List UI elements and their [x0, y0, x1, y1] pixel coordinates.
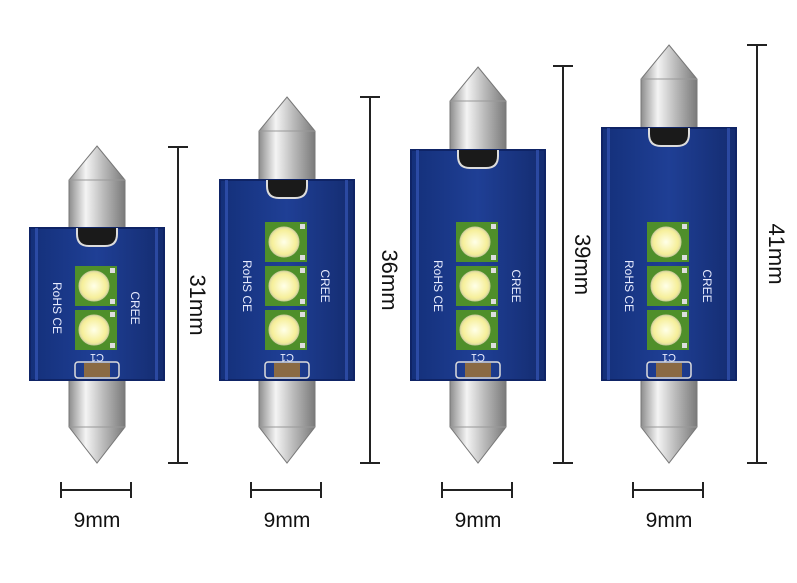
board-edge — [225, 180, 228, 380]
rohs-ce-marking: RoHS CE — [431, 260, 445, 312]
cree-marking: CREE — [318, 269, 332, 302]
led-contact — [682, 299, 687, 304]
led-contact — [682, 312, 687, 317]
capacitor — [656, 363, 682, 377]
led-contact — [682, 343, 687, 348]
length-dimension: 36mm — [360, 96, 402, 464]
bulb-36mm: RoHS CE CREE C1 — [219, 96, 355, 464]
capacitor-outline — [455, 361, 501, 379]
led-contact — [300, 343, 305, 348]
led-contact — [491, 224, 496, 229]
led-contact — [300, 312, 305, 317]
led-contact — [491, 255, 496, 260]
c1-marking: C1 — [662, 351, 676, 363]
solder-contact — [648, 128, 690, 147]
length-label: 41mm — [764, 223, 789, 284]
length-label: 36mm — [377, 249, 402, 310]
led-contact — [491, 312, 496, 317]
solder-contact — [266, 180, 308, 199]
solder-contact — [76, 228, 118, 247]
led-contact — [110, 268, 115, 273]
bottom-end-cap — [640, 373, 698, 464]
length-label: 39mm — [570, 234, 595, 295]
c1-marking: C1 — [90, 351, 104, 363]
bulb-41mm: RoHS CE CREE C1 — [601, 44, 737, 464]
led-chip — [650, 270, 682, 302]
led-chip — [459, 226, 491, 258]
length-label: 31mm — [185, 274, 210, 335]
led-chip — [650, 314, 682, 346]
length-dimension: 41mm — [747, 44, 789, 464]
led-chip — [78, 270, 110, 302]
board-edge — [607, 128, 610, 380]
led-chip — [650, 226, 682, 258]
width-dimension: 9mm — [441, 482, 513, 532]
bottom-end-cap — [449, 373, 507, 464]
led-contact — [110, 312, 115, 317]
led-contact — [300, 224, 305, 229]
led-contact — [300, 299, 305, 304]
cree-marking: CREE — [509, 269, 523, 302]
board-edge — [155, 228, 158, 380]
capacitor-outline — [74, 361, 120, 379]
length-dimension: 39mm — [553, 65, 595, 464]
capacitor — [274, 363, 300, 377]
led-chip — [459, 314, 491, 346]
board-edge — [35, 228, 38, 380]
board-edge — [345, 180, 348, 380]
capacitor — [84, 363, 110, 377]
c1-marking: C1 — [471, 351, 485, 363]
led-chip — [268, 314, 300, 346]
width-dimension: 9mm — [60, 482, 132, 532]
led-contact — [491, 299, 496, 304]
led-contact — [491, 343, 496, 348]
width-dimension: 9mm — [632, 482, 704, 532]
width-label: 9mm — [646, 509, 693, 532]
capacitor-outline — [264, 361, 310, 379]
bottom-end-cap — [68, 373, 126, 464]
board-edge — [416, 150, 419, 380]
bottom-end-cap — [258, 373, 316, 464]
c1-marking: C1 — [280, 351, 294, 363]
width-label: 9mm — [264, 509, 311, 532]
rohs-ce-marking: RoHS CE — [50, 282, 64, 334]
board-edge — [727, 128, 730, 380]
led-chip — [268, 270, 300, 302]
led-contact — [300, 255, 305, 260]
bulb-31mm: RoHS CE CREE C1 — [29, 145, 165, 464]
led-chip — [459, 270, 491, 302]
width-dimension: 9mm — [250, 482, 322, 532]
capacitor — [465, 363, 491, 377]
led-contact — [682, 268, 687, 273]
rohs-ce-marking: RoHS CE — [622, 260, 636, 312]
solder-contact — [457, 150, 499, 169]
board-edge — [536, 150, 539, 380]
width-label: 9mm — [74, 509, 121, 532]
length-dimension: 31mm — [168, 146, 210, 464]
rohs-ce-marking: RoHS CE — [240, 260, 254, 312]
led-chip — [268, 226, 300, 258]
cree-marking: CREE — [128, 291, 142, 324]
led-chip — [78, 314, 110, 346]
cree-marking: CREE — [700, 269, 714, 302]
led-contact — [300, 268, 305, 273]
bulb-39mm: RoHS CE CREE C1 — [410, 66, 546, 464]
led-contact — [682, 255, 687, 260]
led-contact — [491, 268, 496, 273]
led-contact — [110, 299, 115, 304]
led-contact — [110, 343, 115, 348]
width-label: 9mm — [455, 509, 502, 532]
led-contact — [682, 224, 687, 229]
capacitor-outline — [646, 361, 692, 379]
